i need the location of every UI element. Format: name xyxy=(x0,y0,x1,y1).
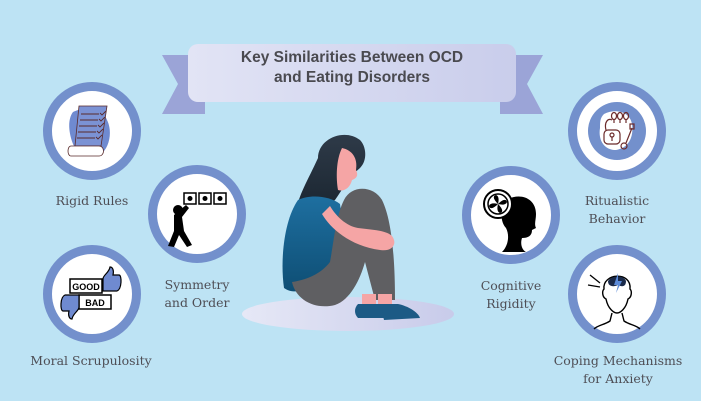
title-banner xyxy=(162,44,543,114)
good-text: GOOD xyxy=(72,282,100,292)
label-line: Moral Scrupulosity xyxy=(30,353,152,368)
label-line: Behavior xyxy=(588,211,646,226)
ankle-left xyxy=(362,294,376,306)
coping-anxiety-circle xyxy=(568,245,666,343)
banner-box xyxy=(188,44,516,102)
label-symmetry-order: Symmetry and Order xyxy=(148,276,246,312)
stressed-head-icon xyxy=(587,273,641,330)
label-ritualistic-behavior: Ritualistic Behavior xyxy=(560,192,674,228)
label-line: Rigid Rules xyxy=(55,193,129,208)
label-rigid-rules: Rigid Rules xyxy=(43,192,141,210)
legs xyxy=(292,188,395,307)
shoe-right xyxy=(380,304,420,320)
floor-shadow xyxy=(242,297,454,331)
ankle-right xyxy=(378,294,392,306)
arranging-frames-icon xyxy=(168,192,227,247)
label-coping-anxiety: Coping Mechanisms for Anxiety xyxy=(548,352,688,388)
label-line: Cognitive xyxy=(480,278,542,293)
label-line: for Anxiety xyxy=(583,371,653,386)
label-cognitive-rigidity: Cognitive Rigidity xyxy=(462,277,560,313)
checklist-scroll-icon xyxy=(67,105,110,157)
label-line: and Order xyxy=(164,295,230,310)
label-moral-scrupulosity: Moral Scrupulosity xyxy=(16,352,166,370)
bad-text: BAD xyxy=(85,298,105,308)
rigid-rules-circle xyxy=(43,82,141,180)
label-line: Rigidity xyxy=(486,296,536,311)
page-title: Key Similarities Between OCD and Eating … xyxy=(188,48,516,88)
good-bad-thumbs-icon: GOOD BAD xyxy=(60,266,122,320)
shoe-left xyxy=(355,304,384,318)
label-line: Ritualistic xyxy=(584,193,650,208)
symmetry-order-circle xyxy=(148,165,246,263)
ritualistic-behavior-circle xyxy=(568,82,666,180)
lock-and-key-icon xyxy=(588,102,646,160)
head-thought-icon xyxy=(483,189,536,252)
label-line: Coping Mechanisms xyxy=(553,353,683,368)
label-line: Symmetry xyxy=(164,277,230,292)
cognitive-rigidity-circle xyxy=(462,166,560,264)
title-line-1: Key Similarities Between OCD xyxy=(240,49,464,66)
moral-scrupulosity-circle: GOOD BAD xyxy=(43,245,141,343)
face xyxy=(336,148,358,191)
title-line-2: and Eating Disorders xyxy=(274,69,430,86)
arm xyxy=(322,206,395,251)
